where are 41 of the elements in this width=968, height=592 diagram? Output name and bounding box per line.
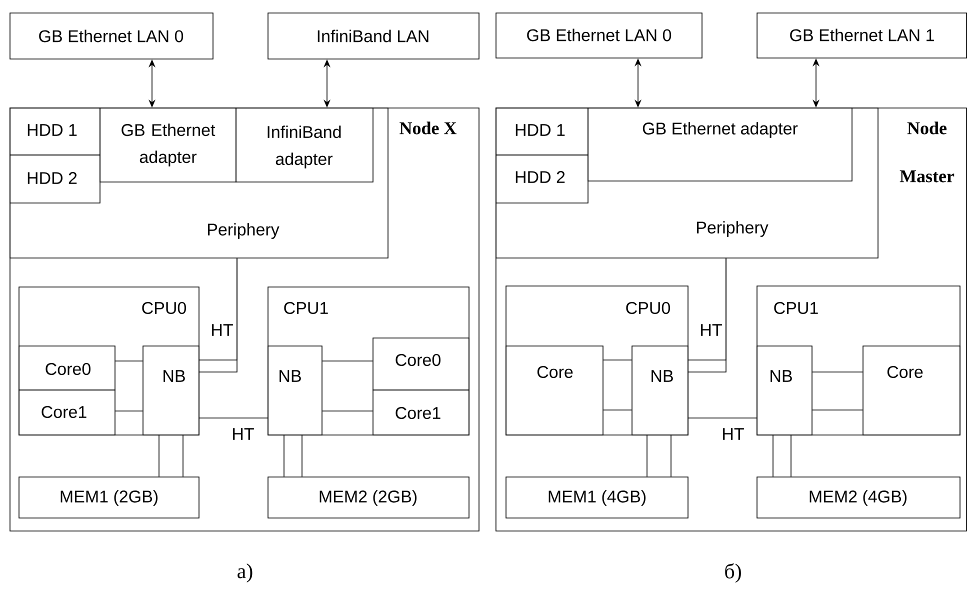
- memory-box: MEM1 (2GB): [18, 476, 200, 518]
- bus-line: [322, 360, 373, 362]
- hdd-box: HDD 2: [496, 154, 588, 204]
- memory-box: MEM1 (4GB): [506, 476, 688, 518]
- bus-line: [790, 435, 792, 477]
- bus-line: [646, 435, 648, 477]
- bus-line: [322, 410, 373, 412]
- lan-box: GB Ethernet LAN 1: [756, 12, 967, 58]
- edge-label: HT: [720, 427, 746, 441]
- edge-label: HT: [210, 323, 234, 337]
- memory-box: MEM2 (2GB): [268, 476, 470, 518]
- adapter-box: GB Ethernet adapter: [588, 108, 852, 182]
- core-box: Core1: [372, 390, 470, 436]
- memory-box: MEM2 (4GB): [756, 476, 960, 518]
- bus-line: [670, 435, 672, 477]
- adapter-box: GB Ethernet adapter: [100, 108, 236, 182]
- bus-line: [772, 435, 774, 477]
- bus-line: [115, 410, 143, 412]
- hdd-box: HDD 1: [496, 108, 588, 156]
- edge-label: HT: [698, 323, 724, 337]
- core-box: Core0: [18, 346, 116, 390]
- lan-box: InfiniBand LAN: [268, 12, 480, 60]
- nb-box: NB: [632, 346, 688, 436]
- bus-line: [182, 435, 184, 477]
- core-box: Core: [862, 346, 960, 436]
- nb-box: NB: [268, 346, 322, 436]
- nb-box: NB: [756, 346, 812, 436]
- core-box: Core0: [372, 338, 470, 390]
- core-box: Core: [506, 346, 604, 436]
- hdd-box: HDD 2: [10, 154, 100, 204]
- lan-box: GB Ethernet LAN 0: [496, 12, 702, 58]
- hdd-box: HDD 1: [10, 108, 100, 156]
- caption: а): [238, 563, 252, 583]
- nb-box: NB: [142, 346, 200, 436]
- caption: б): [725, 563, 741, 583]
- lan-box: GB Ethernet LAN 0: [10, 12, 214, 60]
- edge-label: HT: [230, 427, 256, 441]
- core-box: Core1: [18, 390, 116, 436]
- bus-line: [158, 435, 160, 477]
- adapter-box: InfiniBand adapter: [236, 108, 374, 182]
- bus-line: [115, 360, 143, 362]
